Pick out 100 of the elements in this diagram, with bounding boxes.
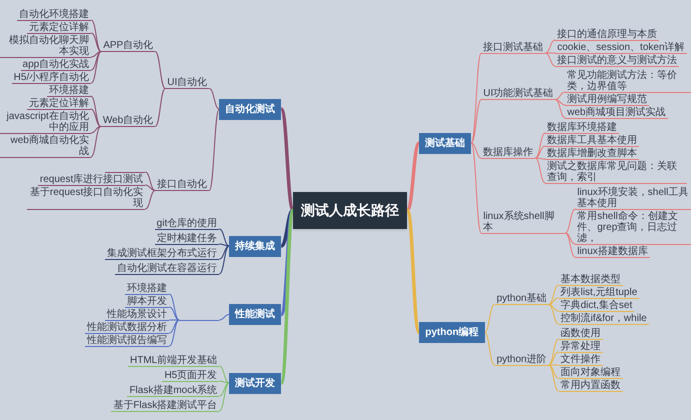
connector-line (548, 364, 560, 378)
connector-line (218, 366, 230, 384)
topic-label: 数据库增删改查脚本 (545, 148, 640, 160)
topic-label: 接口自动化 (155, 179, 210, 191)
topic-label: 元素定位详解 (26, 98, 91, 110)
topic-label: 环境搭建 (125, 282, 170, 294)
topic-label: 自动化环境搭建 (17, 8, 92, 20)
connector-line (548, 304, 560, 324)
connector-line (548, 364, 560, 366)
connector-line (544, 40, 556, 54)
connector-line (548, 352, 560, 366)
topic-label: 常见功能测试方法：等价类，边界值等 (565, 70, 691, 92)
connector-line (548, 284, 560, 305)
connector-line (484, 332, 496, 366)
topic-label: cookie、session、token详解 (555, 42, 687, 54)
central-topic-box: 测试人成长路径 (293, 192, 408, 228)
main-topic-box: 测试基础 (419, 132, 472, 154)
connector-line (544, 52, 556, 66)
connector-line (154, 88, 166, 127)
topic-label: 面向对象编程 (558, 366, 623, 378)
connector-line (548, 304, 560, 312)
topic-label: UI自动化 (165, 77, 210, 89)
connector-line (280, 209, 295, 384)
connector-line (470, 52, 482, 144)
connector-line (406, 209, 421, 334)
topic-label: linux系统shell脚本 (481, 210, 566, 234)
connector-line (470, 142, 482, 234)
topic-label: 定时构建任务 (155, 232, 220, 244)
connector-line (90, 126, 102, 158)
connector-line (168, 320, 180, 346)
connector-line (218, 228, 230, 246)
topic-label: request库进行接口测试 (38, 174, 146, 186)
topic-label: git仓库的使用 (154, 218, 220, 230)
topic-label: 控制流if&for，while (558, 312, 649, 324)
main-topic-box: 自动化测试 (219, 98, 282, 120)
topic-label: 基本数据类型 (558, 274, 623, 286)
connector-line (218, 244, 230, 246)
topic-label: UI功能测试基础 (481, 88, 556, 100)
connector-line (484, 304, 496, 333)
connector-line (534, 158, 546, 184)
connector-line (168, 306, 180, 320)
connector-line (144, 184, 156, 191)
connector-line (548, 364, 560, 392)
main-topic-box: python编程 (419, 322, 485, 343)
topic-label: 脚本开发 (125, 296, 170, 308)
topic-label: 基于request接口自动化实现 (27, 186, 146, 210)
connector-line (470, 99, 482, 144)
connector-line (218, 380, 230, 384)
topic-label: Flask搭建mock系统 (127, 384, 220, 396)
main-topic-box: 持续集成 (229, 236, 282, 256)
connector-line (90, 51, 102, 70)
connector-line (544, 52, 556, 54)
connector-line (534, 146, 546, 158)
connector-line (548, 298, 560, 305)
main-topic-box: 性能测试 (229, 304, 282, 325)
connector-line (168, 320, 180, 334)
connector-line (554, 99, 566, 118)
topic-label: 接口测试基础 (481, 42, 546, 54)
topic-label: 接口测试的意义与测试方法 (555, 54, 680, 66)
topic-label: 常用内置函数 (558, 380, 623, 392)
topic-label: python进阶 (494, 354, 549, 366)
topic-label: 基于Flask搭建测试平台 (111, 400, 220, 412)
topic-label: 异常处理 (558, 340, 603, 352)
topic-label: web商城自动化实战 (0, 134, 91, 158)
connector-line (144, 190, 156, 210)
topic-label: 数据库操作 (481, 146, 536, 158)
connector-line (218, 382, 230, 396)
connector-line (406, 142, 420, 212)
topic-label: 自动化测试在容器运行 (115, 262, 220, 274)
connector-line (90, 51, 102, 84)
connector-line (90, 108, 102, 127)
connector-line (548, 338, 560, 366)
topic-label: 数据库工具基本使用 (545, 134, 640, 146)
topic-label: app自动化实战 (20, 58, 92, 70)
topic-label: APP自动化 (101, 40, 156, 52)
topic-label: 环境搭建 (46, 84, 91, 96)
topic-label: 性能场景设计 (105, 308, 170, 320)
topic-label: 字典dict,集合set (558, 300, 634, 312)
connector-line (470, 142, 482, 158)
connector-line (554, 99, 566, 106)
topic-label: 性能测试数据分析 (85, 322, 170, 334)
topic-label: Web自动化 (100, 115, 156, 127)
connector-line (218, 246, 230, 260)
connector-line (218, 314, 230, 320)
topic-label: 测试用例编写规范 (565, 94, 650, 106)
topic-label: HTML前端开发基础 (128, 354, 220, 366)
topic-label: H5页面开发 (162, 370, 220, 382)
connector-line (90, 96, 102, 127)
topic-label: 文件操作 (558, 354, 603, 366)
connector-line (564, 208, 576, 234)
connector-line (218, 382, 230, 412)
topic-label: 数据库环境搭建 (545, 122, 620, 134)
topic-label: 列表list,元组tuple (558, 286, 640, 298)
connector-line (564, 232, 576, 258)
connector-line (208, 108, 220, 191)
connector-line (90, 20, 102, 52)
topic-label: 元素定位详解 (27, 22, 92, 34)
topic-label: 函数使用 (558, 328, 603, 340)
topic-label: linux环境安装，shell工具基本使用 (575, 186, 691, 210)
connector-line (90, 51, 102, 58)
